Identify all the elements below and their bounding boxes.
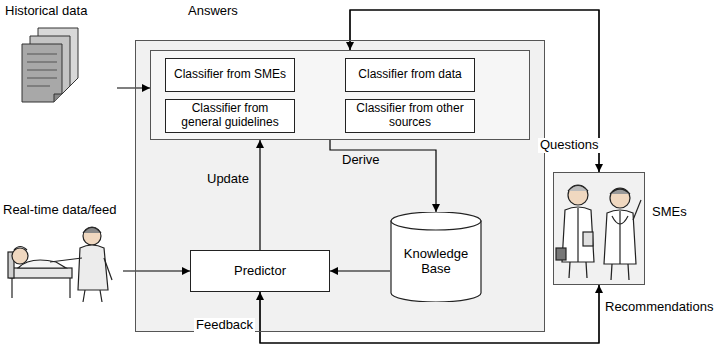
process-box: Classifier from general guidelines (165, 99, 295, 133)
classifier-group-ground (150, 50, 530, 140)
system-panel: Classifier from SMEs Classifier from data… (135, 40, 545, 332)
expert-panel: SMEs (553, 172, 645, 285)
node-label: Classifier from general guidelines (170, 102, 290, 130)
process-box: Classifier from SMEs (165, 58, 295, 92)
node-label: Classifier from SMEs (174, 68, 286, 82)
node-label: Real-time data/feed (3, 203, 123, 218)
node-label: Predictor (234, 264, 286, 279)
connector-arrow (330, 270, 390, 271)
process-box: Classifier from other sources (345, 99, 475, 133)
node-label: SMEs (652, 205, 687, 220)
edge-label: Recommendations (603, 300, 714, 315)
edge-label: Questions (538, 138, 601, 153)
connector-arrow (117, 87, 150, 88)
edge-label: Update (205, 172, 251, 187)
document-stack-icon (22, 28, 78, 102)
node-label: Classifier from other sources (350, 102, 470, 130)
node-label: Knowledge Base (394, 247, 478, 277)
doctors-illustration (556, 185, 641, 280)
edge-label: Derive (340, 153, 382, 168)
process-box: Classifier from data (345, 58, 475, 92)
patient-cartoon (8, 227, 112, 302)
node-label: Historical data (5, 4, 117, 19)
database-cylinder: Knowledge Base (390, 212, 482, 302)
connector-arrow (123, 270, 190, 271)
node-label: Classifier from data (358, 68, 461, 82)
connector-arrow (330, 140, 436, 212)
process-box: Predictor (190, 250, 330, 292)
sme-panel-ground (553, 172, 645, 285)
classifier-group: Classifier from SMEs Classifier from data… (150, 50, 530, 140)
data-source: Historical data (5, 4, 117, 104)
connector-arrow (259, 140, 260, 250)
edge-label: Feedback (194, 318, 255, 333)
edge-label: Answers (186, 4, 240, 19)
system-panel-ground (135, 40, 545, 332)
data-source: Real-time data/feed (3, 203, 123, 303)
